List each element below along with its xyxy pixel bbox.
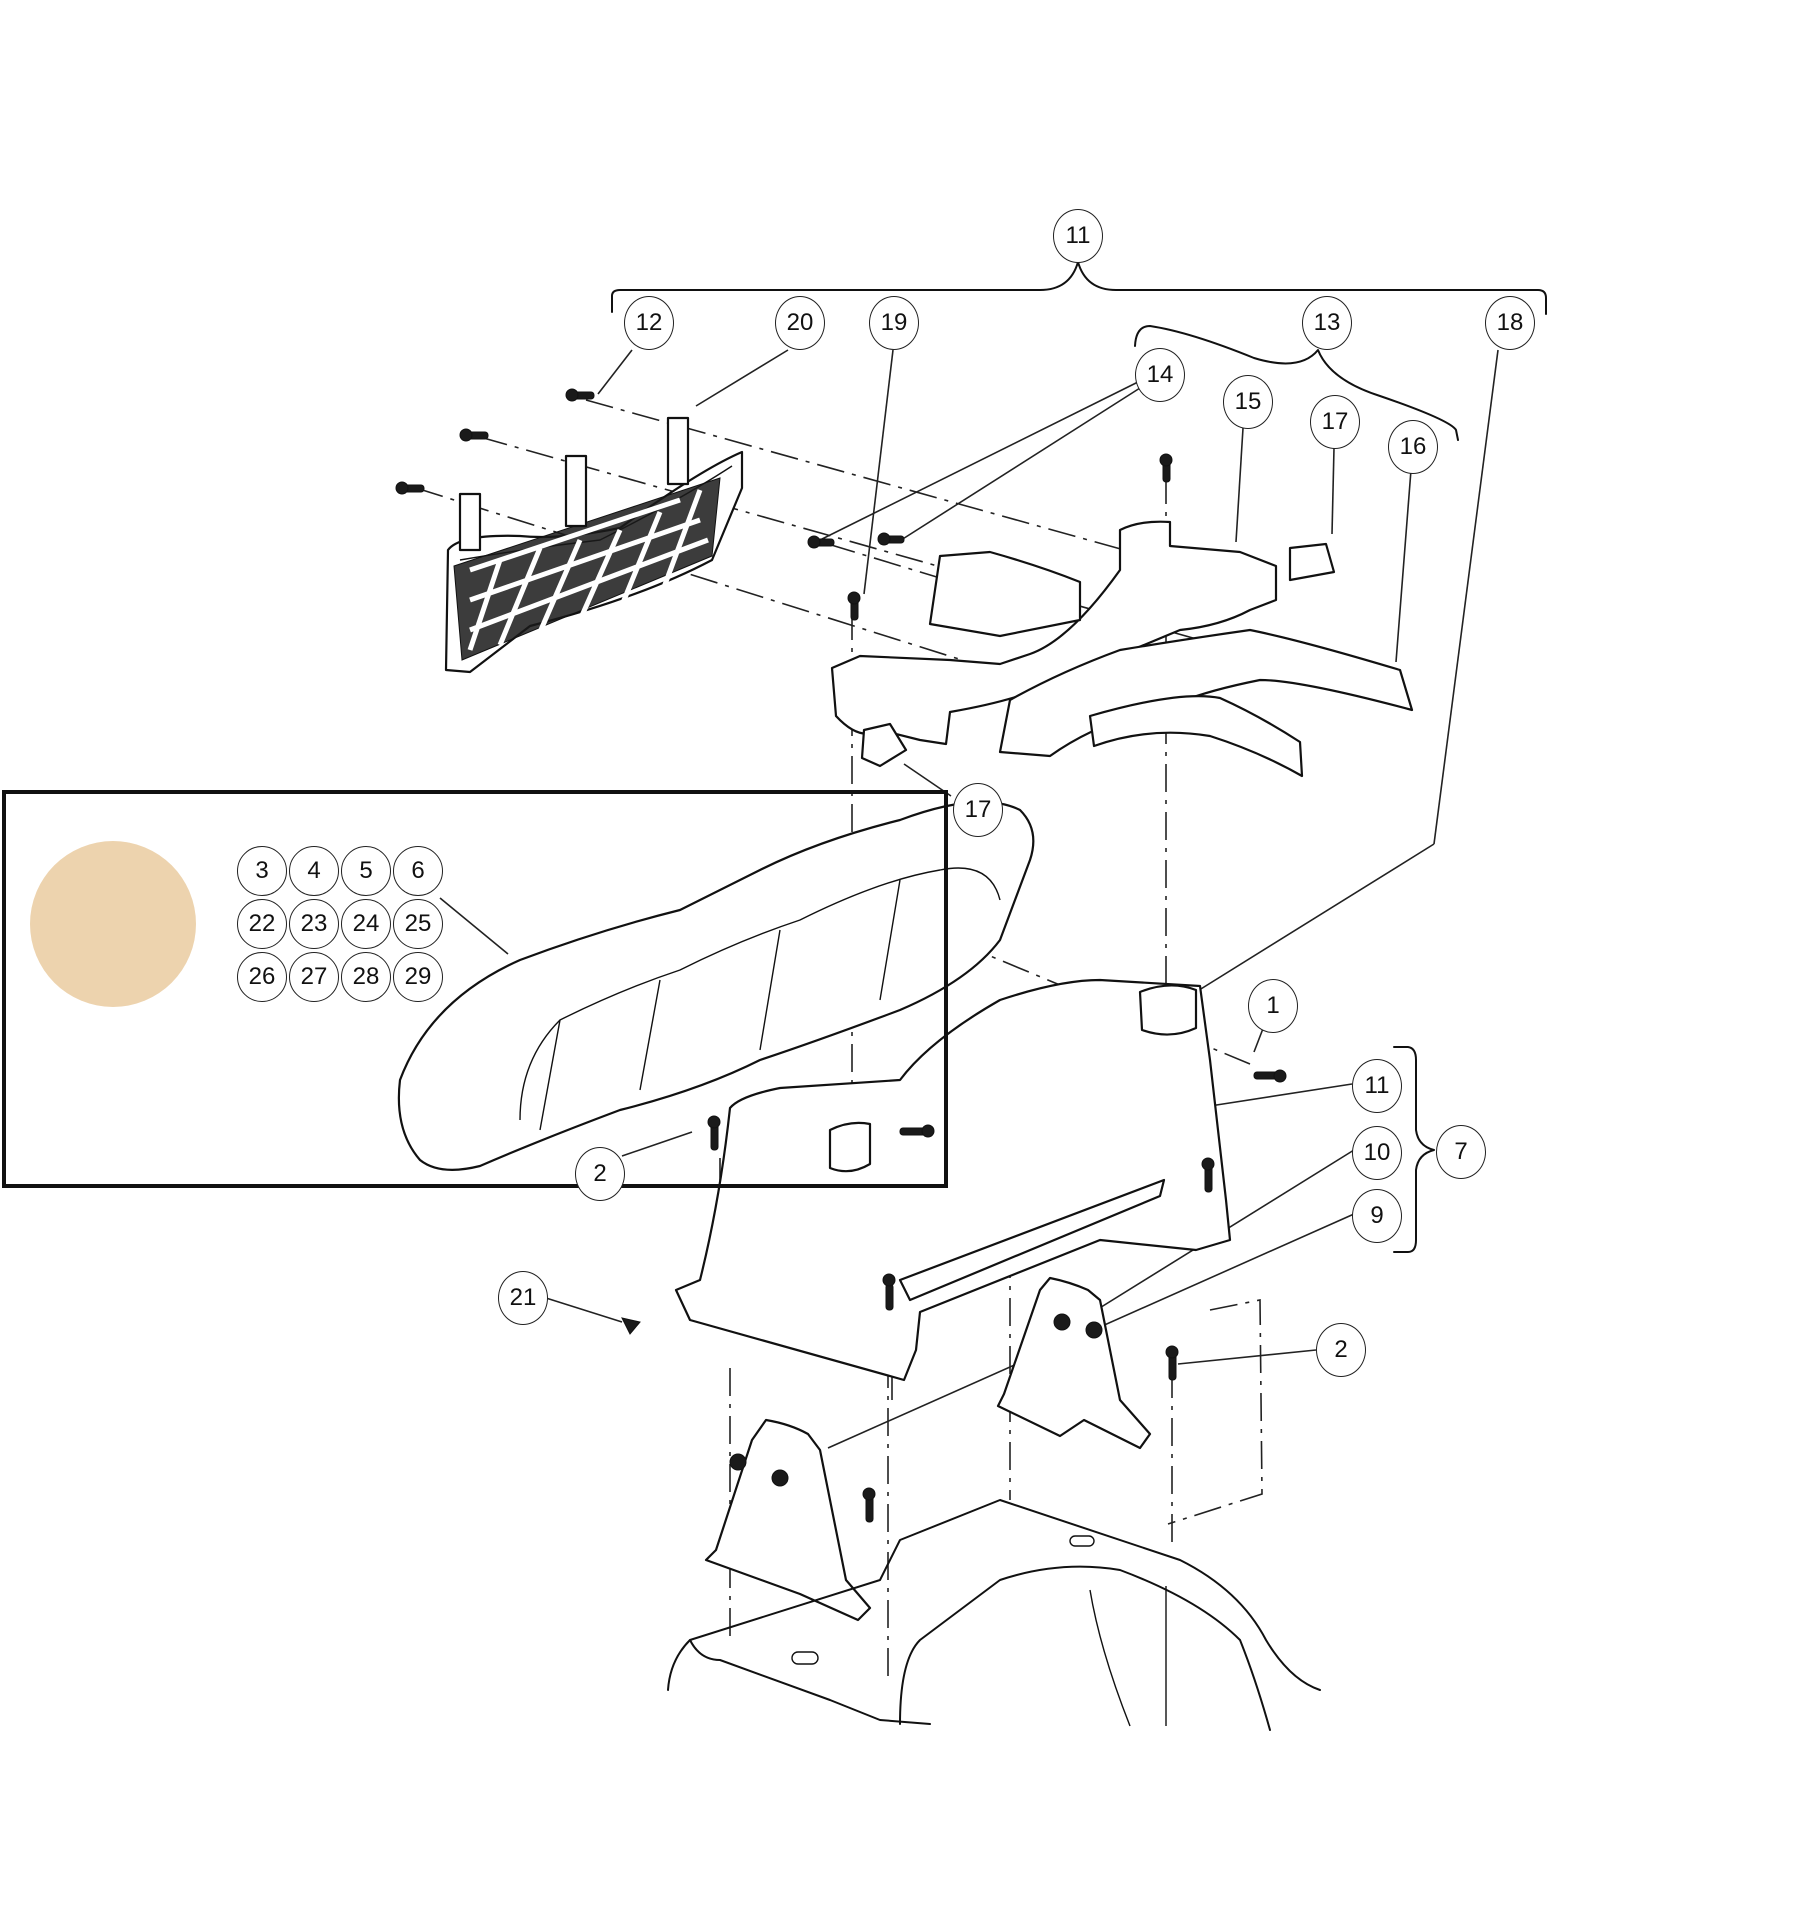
callout-18[interactable]: 18 — [1485, 296, 1535, 350]
callout-13-group[interactable]: 13 — [1302, 296, 1352, 350]
seat-support — [674, 978, 1232, 1382]
callout-10[interactable]: 10 — [1352, 1126, 1402, 1180]
fasteners — [621, 1069, 1287, 1523]
callout-3[interactable]: 3 — [237, 846, 287, 896]
callout-20[interactable]: 20 — [775, 296, 825, 350]
brace-13 — [1134, 325, 1459, 441]
callout-1[interactable]: 1 — [1248, 979, 1298, 1033]
callout-11-support[interactable]: 11 — [1352, 1059, 1402, 1113]
net-screws — [395, 388, 595, 495]
callout-22[interactable]: 22 — [237, 899, 287, 949]
callout-7-group[interactable]: 7 — [1436, 1125, 1486, 1179]
color-swatch — [30, 841, 196, 1007]
hinge-bracket-left — [704, 1418, 872, 1622]
callout-15[interactable]: 15 — [1223, 375, 1273, 429]
callout-11-group[interactable]: 11 — [1053, 209, 1103, 263]
callout-14[interactable]: 14 — [1135, 348, 1185, 402]
callout-2-right[interactable]: 2 — [1316, 1323, 1366, 1377]
frame-screws — [807, 453, 1173, 621]
callout-19[interactable]: 19 — [869, 296, 919, 350]
inset-frame — [2, 790, 948, 1188]
callout-17-bottom[interactable]: 17 — [953, 783, 1003, 837]
callout-25[interactable]: 25 — [393, 899, 443, 949]
callout-16[interactable]: 16 — [1388, 420, 1438, 474]
callout-6[interactable]: 6 — [393, 846, 443, 896]
callout-28[interactable]: 28 — [341, 952, 391, 1002]
hinge-bracket-right — [996, 1276, 1152, 1450]
callout-26[interactable]: 26 — [237, 952, 287, 1002]
callout-2-left[interactable]: 2 — [575, 1147, 625, 1201]
storage-net — [444, 416, 744, 674]
callout-21[interactable]: 21 — [498, 1271, 548, 1325]
net-mesh — [453, 477, 721, 661]
brace-7 — [1393, 1046, 1435, 1253]
callout-4[interactable]: 4 — [289, 846, 339, 896]
callout-23[interactable]: 23 — [289, 899, 339, 949]
callout-24[interactable]: 24 — [341, 899, 391, 949]
brace-11-top — [611, 261, 1547, 315]
callout-5[interactable]: 5 — [341, 846, 391, 896]
callout-29[interactable]: 29 — [393, 952, 443, 1002]
callout-27[interactable]: 27 — [289, 952, 339, 1002]
seat-bottom — [397, 800, 1035, 1171]
callout-12[interactable]: 12 — [624, 296, 674, 350]
callout-9[interactable]: 9 — [1352, 1189, 1402, 1243]
seat-frame-assembly — [830, 520, 1414, 778]
callout-17-top[interactable]: 17 — [1310, 395, 1360, 449]
body-panel — [667, 1499, 1321, 1731]
